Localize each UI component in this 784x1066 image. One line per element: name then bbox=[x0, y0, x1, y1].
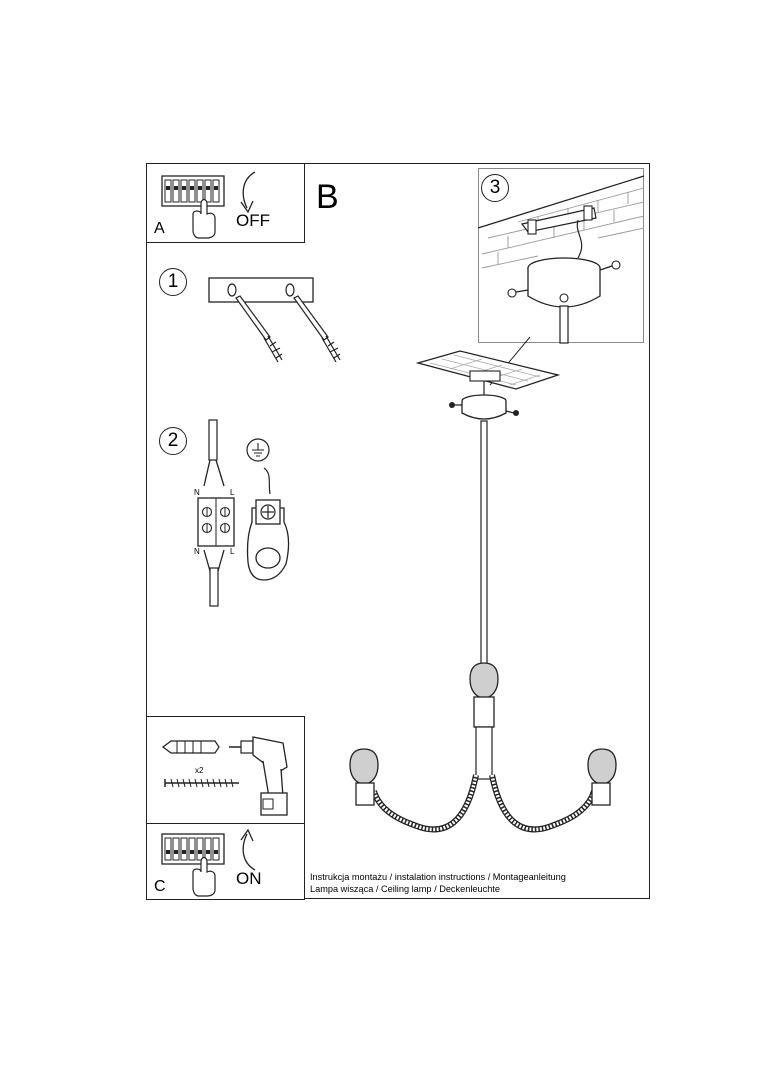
panel-power-on: ON C bbox=[146, 823, 305, 900]
step-1-number: 1 bbox=[159, 268, 187, 296]
footer-caption-line-2: Lampa wisząca / Ceiling lamp / Deckenleu… bbox=[310, 884, 500, 894]
drill-icon bbox=[229, 736, 288, 816]
screw-icon bbox=[164, 778, 239, 788]
wall-plug-icon bbox=[162, 740, 220, 754]
footer-caption-line-1: Instrukcja montażu / instalation instruc… bbox=[310, 872, 566, 882]
wire-label-l-top: L bbox=[230, 488, 235, 497]
ceiling-lamp-illustration bbox=[349, 336, 617, 833]
ceiling-mount-closeup-illustration bbox=[477, 175, 645, 344]
step-2-number: 2 bbox=[159, 427, 187, 455]
arrow-down-icon bbox=[240, 171, 256, 214]
power-off-label: OFF bbox=[236, 211, 270, 230]
breaker-box-icon bbox=[161, 175, 225, 239]
panel-c-letter: C bbox=[154, 878, 166, 895]
wire-label-n-bottom: N bbox=[194, 547, 200, 556]
terminal-block-illustration bbox=[197, 419, 235, 607]
arrow-up-icon bbox=[240, 828, 256, 871]
panel-a-letter: A bbox=[154, 220, 165, 237]
step-3-number: 3 bbox=[481, 174, 509, 202]
ground-terminal-illustration bbox=[246, 438, 290, 581]
panel-tools: x2 bbox=[146, 716, 305, 824]
wire-label-n-top: N bbox=[194, 488, 200, 497]
instruction-sheet-frame bbox=[146, 163, 650, 899]
breaker-box-icon bbox=[161, 833, 225, 897]
panel-power-off: OFF A bbox=[146, 163, 305, 243]
wire-label-l-bottom: L bbox=[230, 547, 235, 556]
mounting-bracket-screws-illustration bbox=[208, 277, 341, 363]
power-on-label: ON bbox=[236, 869, 262, 888]
quantity-label: x2 bbox=[195, 766, 204, 775]
section-letter: B bbox=[316, 178, 339, 216]
